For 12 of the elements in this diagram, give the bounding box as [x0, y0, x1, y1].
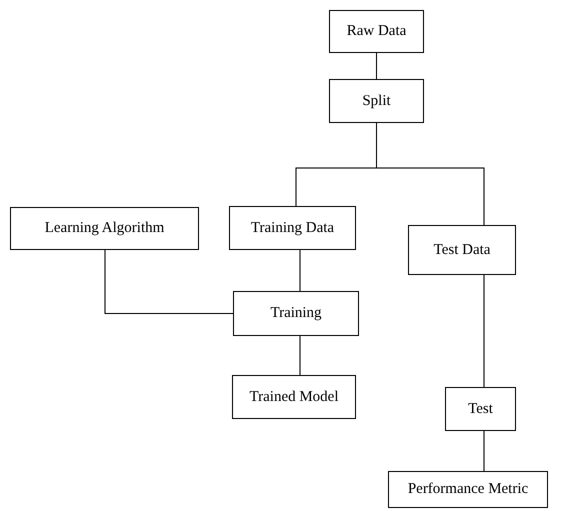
process-box: Training Data [229, 206, 356, 250]
process-box: Test [445, 387, 516, 431]
connector-line [104, 250, 234, 314]
connector-line [376, 122, 484, 226]
process-box: Training [233, 291, 359, 336]
process-box: Performance Metric [388, 471, 548, 508]
process-box: Split [329, 79, 424, 123]
process-box: Trained Model [232, 375, 356, 419]
process-box: Test Data [408, 225, 516, 275]
process-box: Learning Algorithm [10, 207, 199, 250]
process-box: Raw Data [329, 10, 424, 53]
connector-line [376, 52, 377, 80]
